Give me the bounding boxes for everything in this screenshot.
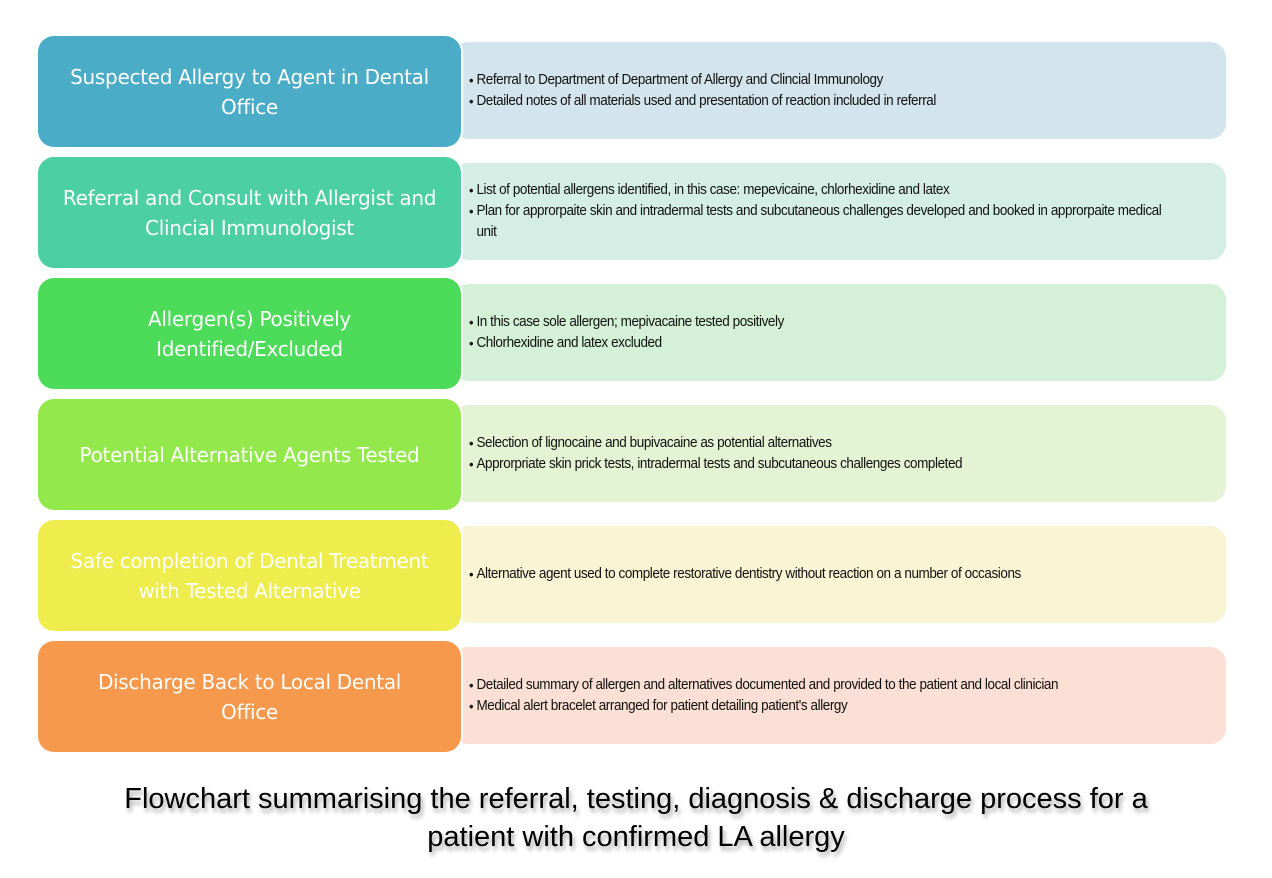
caption-line-1: Flowchart summarising the referral, test… <box>124 783 1148 815</box>
bullet-item: Chlorhexidine and latex excluded <box>469 333 1183 354</box>
bullet-item: Medical alert bracelet arranged for pati… <box>469 696 1183 717</box>
step-4-bullet-list: Selection of lignocaine and bupivacaine … <box>469 433 1186 475</box>
step-2-title-box: Referral and Consult with Allergist and … <box>38 157 461 268</box>
step-2-bullet-list: List of potential allergens identified, … <box>469 180 1186 243</box>
step-4-detail-box: Selection of lignocaine and bupivacaine … <box>453 405 1226 502</box>
bullet-item: Detailed summary of allergen and alterna… <box>469 675 1183 696</box>
caption-line-2: patient with confirmed LA allergy <box>427 821 845 853</box>
step-3-title: Allergen(s) Positively Identified/Exclud… <box>148 306 351 361</box>
flow-step-4: Selection of lignocaine and bupivacaine … <box>38 399 1228 510</box>
bullet-item: Alternative agent used to complete resto… <box>469 564 1183 585</box>
step-3-bullet-list: In this case sole allergen; mepivacaine … <box>469 312 1186 354</box>
step-1-detail-box: Referral to Department of Department of … <box>453 42 1226 139</box>
flow-step-6: Detailed summary of allergen and alterna… <box>38 641 1228 752</box>
bullet-item: List of potential allergens identified, … <box>469 180 1183 201</box>
step-6-detail-box: Detailed summary of allergen and alterna… <box>453 647 1226 744</box>
step-6-title-box: Discharge Back to Local Dental Office <box>38 641 461 752</box>
figure-caption: Flowchart summarising the referral, test… <box>0 780 1272 856</box>
flow-step-2: List of potential allergens identified, … <box>38 157 1228 268</box>
step-6-bullet-list: Detailed summary of allergen and alterna… <box>469 675 1186 717</box>
step-4-title: Potential Alternative Agents Tested <box>79 442 420 467</box>
step-5-detail-box: Alternative agent used to complete resto… <box>453 526 1226 623</box>
step-1-title: Suspected Allergy to Agent in Dental Off… <box>70 64 429 119</box>
step-5-title: Safe completion of Dental Treatment with… <box>70 548 429 603</box>
step-6-title: Discharge Back to Local Dental Office <box>97 669 402 724</box>
bullet-item: Plan for approrpaite skin and intraderma… <box>469 201 1183 243</box>
step-2-detail-box: List of potential allergens identified, … <box>453 163 1226 260</box>
step-4-title-box: Potential Alternative Agents Tested <box>38 399 461 510</box>
step-1-bullet-list: Referral to Department of Department of … <box>469 70 1186 112</box>
flow-step-1: Referral to Department of Department of … <box>38 36 1228 147</box>
step-5-bullet-list: Alternative agent used to complete resto… <box>469 564 1186 585</box>
bullet-item: Approrpriate skin prick tests, intraderm… <box>469 454 1183 475</box>
flow-step-5: Alternative agent used to complete resto… <box>38 520 1228 631</box>
flow-step-3: In this case sole allergen; mepivacaine … <box>38 278 1228 389</box>
bullet-item: Selection of lignocaine and bupivacaine … <box>469 433 1183 454</box>
step-3-detail-box: In this case sole allergen; mepivacaine … <box>453 284 1226 381</box>
bullet-item: Detailed notes of all materials used and… <box>469 91 1183 112</box>
bullet-item: Referral to Department of Department of … <box>469 70 1183 91</box>
step-2-title: Referral and Consult with Allergist and … <box>62 185 437 240</box>
step-3-title-box: Allergen(s) Positively Identified/Exclud… <box>38 278 461 389</box>
step-1-title-box: Suspected Allergy to Agent in Dental Off… <box>38 36 461 147</box>
bullet-item: In this case sole allergen; mepivacaine … <box>469 312 1183 333</box>
step-5-title-box: Safe completion of Dental Treatment with… <box>38 520 461 631</box>
